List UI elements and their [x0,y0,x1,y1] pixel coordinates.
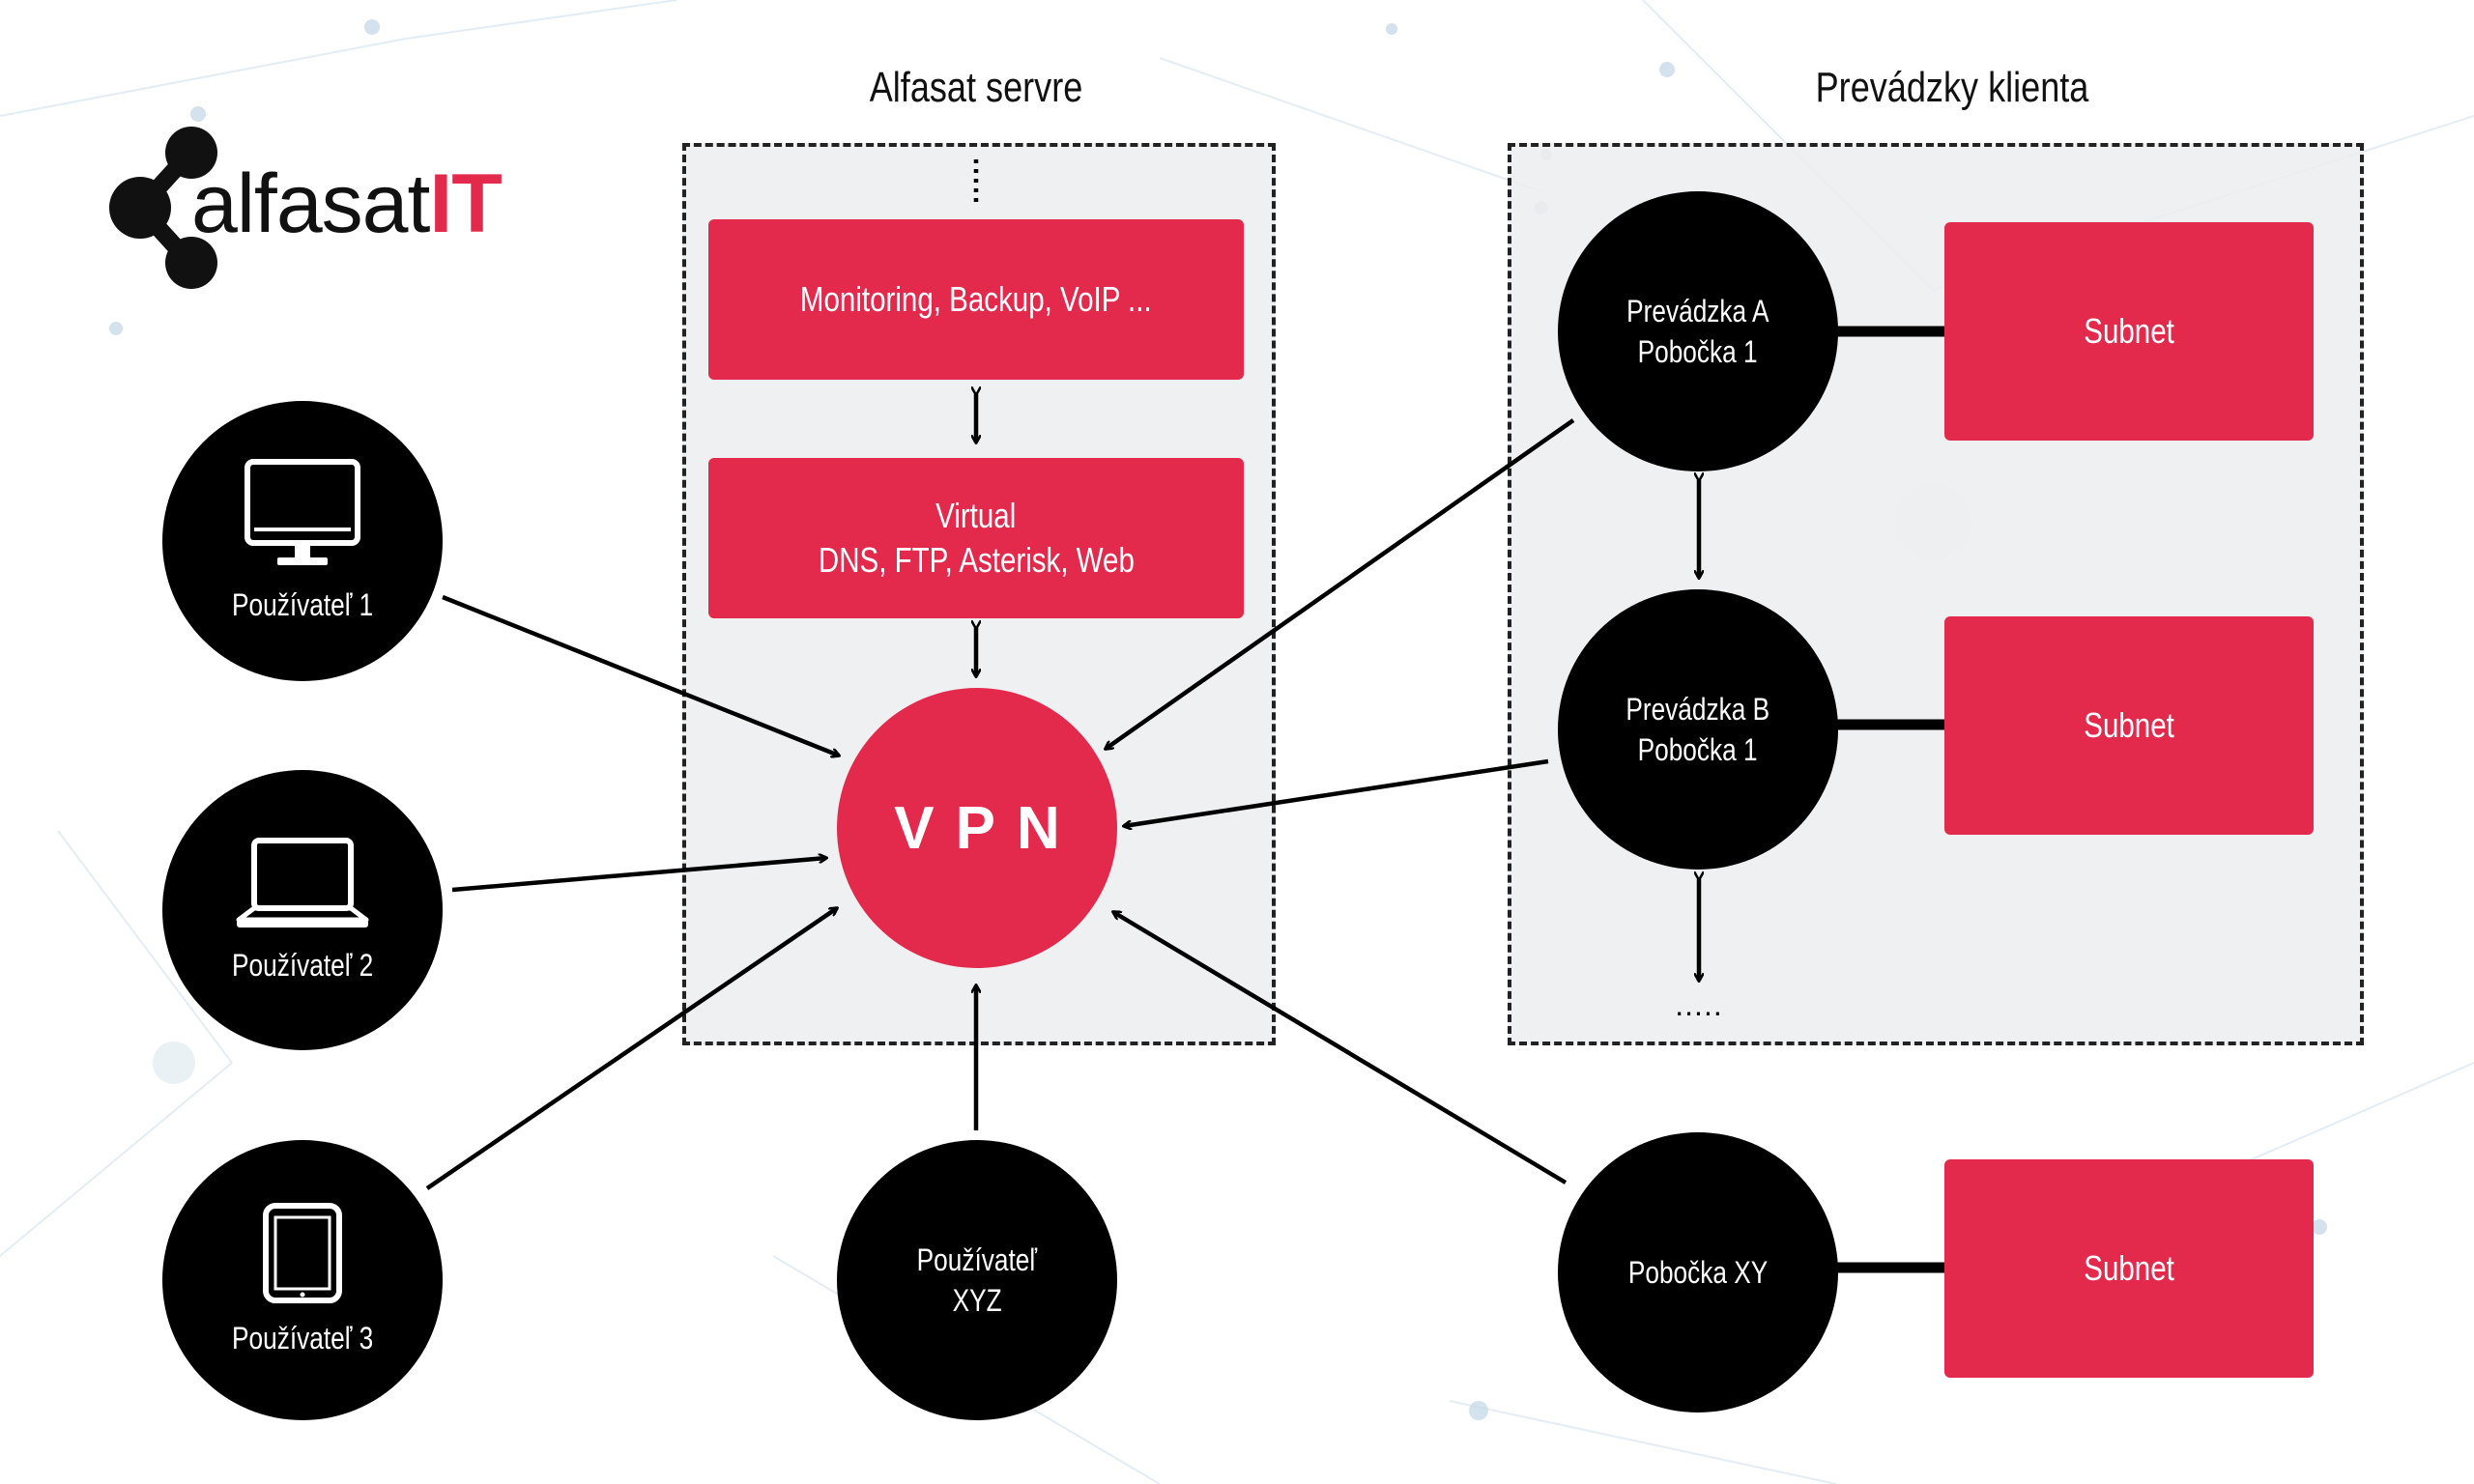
user-xyz-label-line2: XYZ [952,1283,1002,1318]
subnet-box-1: Subnet [1944,222,2314,441]
branch-a-label-line1: Prevádzka A [1626,294,1769,328]
arrow-branch-a-vpn [1106,418,1575,749]
branch-a-label-line2: Pobočka 1 [1638,334,1758,369]
user-2-node: Používateľ 2 [162,770,443,1050]
arrow-user1-vpn [442,594,839,756]
laptop-icon [236,838,369,928]
user-2-label: Používateľ 2 [231,948,374,983]
user-3-label: Používateľ 3 [231,1321,374,1356]
servers-panel-title: Alfasat servre [869,64,1083,111]
subnet-2-label: Subnet [2084,705,2174,745]
arrow-user2-vpn [451,858,826,893]
vpn-label: VPN [894,794,1081,862]
subnet-1-label: Subnet [2084,311,2174,351]
desktop-monitor-icon [245,459,360,565]
subnet-box-2: Subnet [1944,616,2314,835]
branches-more-dots: ..... [1675,987,1723,1022]
logo-text-main: alfasat [191,157,430,250]
branch-b-node: Prevádzka B Pobočka 1 [1558,589,1838,870]
arrow-branch-xy-vpn [1113,910,1568,1184]
clients-panel-title: Prevádzky klienta [1815,64,2089,111]
monitoring-backup-voip-box: Monitoring, Backup, VoIP ... [708,219,1244,380]
branch-xy-node: Pobočka XY [1558,1132,1838,1413]
arrow-user3-vpn [425,908,837,1190]
user-xyz-node: Používateľ XYZ [837,1140,1117,1420]
logo-mark-icon [109,127,217,289]
virtual-box-line1: Virtual [935,496,1017,535]
logo-wordmark: alfasatIT [191,162,503,245]
user-xyz-label-line1: Používateľ [916,1242,1038,1277]
user-3-node: Používateľ 3 [162,1140,443,1420]
user-1-node: Používateľ 1 [162,401,443,681]
branch-a-node: Prevádzka A Pobočka 1 [1558,191,1838,471]
vpn-node: VPN [837,688,1117,968]
branch-b-label-line1: Prevádzka B [1625,692,1770,727]
user-1-label: Používateľ 1 [231,587,374,622]
virtual-services-box: Virtual DNS, FTP, Asterisk, Web [708,458,1244,618]
virtual-box-line2: DNS, FTP, Asterisk, Web [818,540,1135,580]
tablet-icon [263,1203,342,1303]
arrow-branch-b-vpn [1124,758,1549,826]
subnet-3-label: Subnet [2084,1248,2174,1288]
logo-text-accent: IT [429,157,502,250]
branch-xy-label: Pobočka XY [1627,1255,1769,1290]
monitoring-box-label: Monitoring, Backup, VoIP ... [800,279,1152,319]
branch-b-label-line2: Pobočka 1 [1638,732,1758,767]
subnet-box-3: Subnet [1944,1159,2314,1378]
